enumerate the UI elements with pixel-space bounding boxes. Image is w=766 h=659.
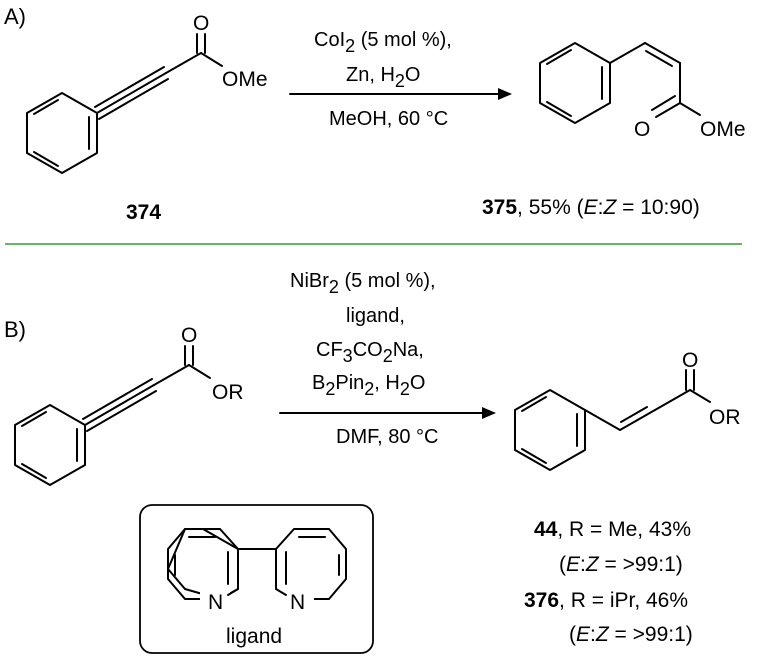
product-b-structure	[514, 369, 711, 471]
ligand-caption: ligand	[226, 625, 282, 648]
bipyridine-n-right: N	[290, 591, 305, 614]
n-left-mask	[200, 588, 230, 612]
conditions-b-line-3: CF3CO2Na,	[316, 339, 424, 366]
conditions-b-line-2: ligand,	[346, 305, 405, 327]
product-b-ester-group: OR	[709, 406, 741, 429]
reaction-arrow-b-head	[482, 407, 496, 419]
conditions-b-line-5: DMF, 80 °C	[336, 426, 438, 448]
result-44-line: 44, R = Me, 43%	[534, 518, 691, 541]
conditions-a-line-2: Zn, H2O	[346, 64, 420, 91]
product-b-carbonyl-o: O	[682, 349, 698, 372]
reactant-b-carbonyl-o: O	[181, 324, 197, 347]
reactant-374-ester-group: OMe	[222, 68, 268, 91]
conditions-b-line-1: NiBr2 (5 mol %),	[290, 270, 436, 297]
reactant-374-carbonyl-o: O	[193, 12, 209, 35]
conditions-a-line-1: CoI2 (5 mol %),	[314, 29, 452, 56]
result-376-ratio: (E:Z = >99:1)	[569, 623, 693, 646]
reaction-arrow-a-head	[498, 88, 512, 100]
product-375-yield: 375, 55% (E:Z = 10:90)	[482, 196, 700, 219]
n-left-bond	[227, 588, 239, 596]
conditions-b-line-4: B2Pin2, H2O	[312, 372, 425, 399]
panel-a-label: A)	[4, 4, 26, 29]
reactant-374-structure	[26, 33, 223, 174]
product-375-ester-group: OMe	[700, 118, 746, 141]
bipyridine-n-left: N	[208, 591, 223, 614]
n-right-mask	[284, 588, 314, 612]
reactant-b-ester-group: OR	[212, 381, 244, 404]
reactant-b-structure	[14, 345, 211, 486]
bipyridine-structure	[167, 528, 347, 600]
result-376-line: 376, R = iPr, 46%	[524, 589, 688, 612]
compound-number-374: 374	[126, 201, 161, 224]
ligand-box	[139, 504, 374, 654]
conditions-a-line-3: MeOH, 60 °C	[329, 108, 448, 130]
result-44-ratio: (E:Z = >99:1)	[559, 553, 683, 576]
product-375-carbonyl-o: O	[634, 118, 650, 141]
product-375-structure	[539, 42, 701, 124]
n-right-bond	[275, 588, 287, 596]
panel-b-label: B)	[4, 317, 26, 342]
